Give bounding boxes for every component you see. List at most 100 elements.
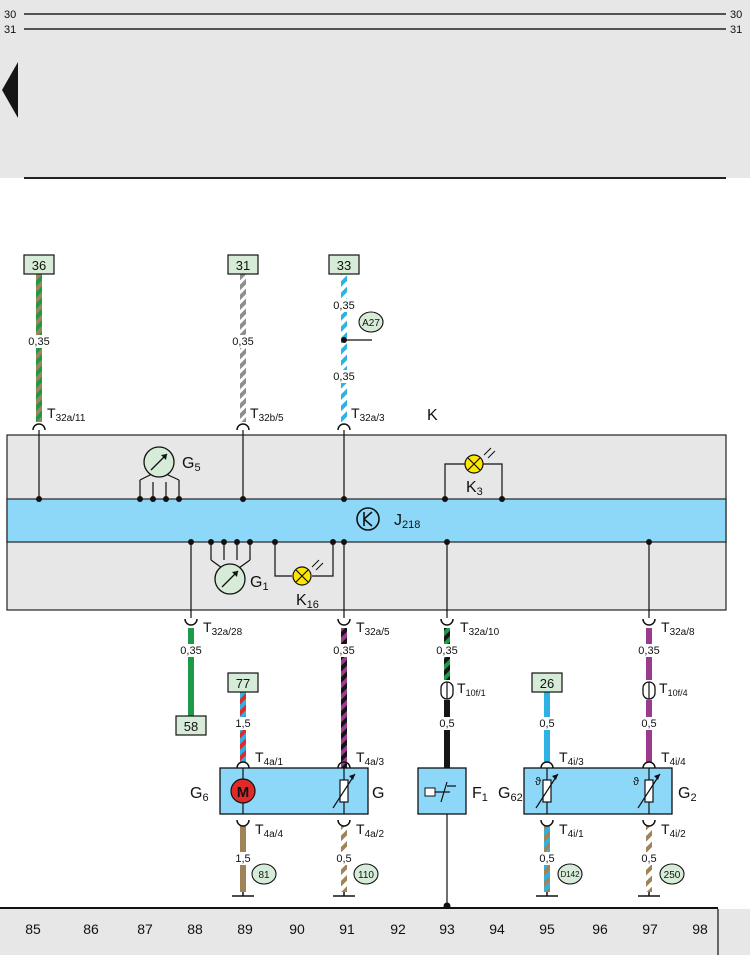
- gauge-g5: [143, 446, 175, 478]
- track-number: 97: [642, 921, 658, 937]
- conn-t4a2: T4a/2: [356, 821, 384, 840]
- connector-capsules: [440, 681, 656, 700]
- ref-d142: D142: [560, 870, 580, 879]
- conn-t4a4: T4a/4: [255, 821, 283, 840]
- conn-t32a5: T32a/5: [356, 619, 390, 638]
- size-w77: 1,5: [235, 718, 250, 730]
- track-number: 85: [25, 921, 41, 937]
- instrument-cluster-panel: K J218: [6, 407, 727, 611]
- conn-t32a11: T32a/11: [47, 405, 86, 424]
- conn-t32a8: T32a/8: [661, 619, 695, 638]
- connector-terminals: [32, 423, 656, 827]
- label-k3: K3: [466, 479, 483, 498]
- gauge-g1: [214, 563, 246, 595]
- ref-boxes: 36 31 33 58 77 26: [23, 254, 563, 736]
- track-number: 96: [592, 921, 608, 937]
- component-g62-g2-block: ϑ ϑ: [523, 767, 673, 815]
- ref-box-77: 77: [236, 676, 250, 691]
- label-g2: G2: [678, 785, 697, 804]
- triangle-left-icon[interactable]: [2, 62, 18, 118]
- wire-33-blue-white: [341, 274, 347, 422]
- control-unit-label: J218: [394, 512, 420, 531]
- rail-31-left: 31: [4, 24, 16, 36]
- size-w8: 0,35: [638, 645, 659, 657]
- size-w10f1: 0,5: [439, 718, 454, 730]
- track-number: 86: [83, 921, 99, 937]
- ground-refs: A27 81 110 D142 250: [251, 311, 685, 885]
- conn-t10f4: T10f/4: [659, 680, 688, 698]
- panel-label-k: K: [427, 407, 438, 424]
- wire-32a5-black-violet: [341, 628, 347, 768]
- conn-t10f1: T10f/1: [457, 680, 486, 698]
- size-w31: 0,35: [232, 336, 253, 348]
- conn-t32a10: T32a/10: [460, 619, 500, 638]
- label-f1: F1: [472, 785, 488, 804]
- motor-symbol: M: [237, 784, 250, 801]
- lamp-k16-icon: [292, 559, 324, 586]
- size-w4i2: 0,5: [641, 853, 656, 865]
- wire-10f1-black: [444, 700, 450, 768]
- label-k16: K16: [296, 592, 319, 611]
- conn-t32a3: T32a/3: [351, 405, 385, 424]
- size-w33b: 0,35: [333, 371, 354, 383]
- ref-250: 250: [664, 870, 681, 881]
- rail-31-right: 31: [730, 24, 742, 36]
- track-number: 88: [187, 921, 203, 937]
- ref-110: 110: [358, 870, 374, 881]
- track-numbers: 85 86 87 88 89 90 91 92 93 94 95 96 97 98: [25, 921, 708, 937]
- size-w4a2: 0,5: [336, 853, 351, 865]
- header-band: 30 31 30 31: [0, 0, 750, 179]
- conn-t4i2: T4i/2: [661, 821, 686, 840]
- junction-dots: [36, 496, 652, 545]
- wire-size-labels: 0,35 0,35 0,35 0,35 0,35 0,35 0,35 0,35 …: [27, 299, 661, 865]
- ref-81: 81: [258, 870, 270, 881]
- component-g6-g-block: M: [219, 767, 369, 815]
- size-w5: 0,35: [333, 645, 354, 657]
- thermo-symbol-g2: ϑ: [633, 776, 639, 788]
- k-symbol-icon: [356, 507, 380, 531]
- track-number: 94: [489, 921, 505, 937]
- track-number: 95: [539, 921, 555, 937]
- track-number: 91: [339, 921, 355, 937]
- track-number: 90: [289, 921, 305, 937]
- size-w10: 0,35: [436, 645, 457, 657]
- connector-labels: T32a/11 T32b/5 T32a/3 T32a/28 T32a/5 T32…: [47, 405, 695, 840]
- label-g62: G62: [498, 785, 523, 804]
- track-number: 98: [692, 921, 708, 937]
- size-w28: 0,35: [180, 645, 201, 657]
- conn-t32a28: T32a/28: [203, 619, 243, 638]
- size-w10f4: 0,5: [641, 718, 656, 730]
- ref-box-26: 26: [540, 676, 554, 691]
- label-g1: G1: [250, 574, 269, 593]
- label-g6: G6: [190, 785, 209, 804]
- conn-t4a1: T4a/1: [255, 749, 283, 768]
- label-g5: G5: [182, 455, 201, 474]
- size-w4i1: 0,5: [539, 853, 554, 865]
- track-number: 93: [439, 921, 455, 937]
- ref-box-31: 31: [236, 258, 250, 273]
- rail-30-left: 30: [4, 9, 16, 21]
- conn-t4i4: T4i/4: [661, 749, 686, 768]
- ref-a27: A27: [362, 318, 380, 329]
- wire-10f4-violet: [646, 700, 652, 762]
- rail-30-right: 30: [730, 9, 742, 21]
- track-number: 87: [137, 921, 153, 937]
- size-w33a: 0,35: [333, 300, 354, 312]
- ref-box-36: 36: [32, 258, 46, 273]
- wire-58-green: [188, 628, 194, 716]
- switch-f1-icon: [424, 787, 436, 797]
- size-w4a4: 1,5: [235, 853, 250, 865]
- track-number: 92: [390, 921, 406, 937]
- track-strip: [0, 909, 750, 955]
- conn-t32b5: T32b/5: [250, 405, 284, 424]
- label-g: G: [372, 785, 384, 802]
- thermo-symbol-g62: ϑ: [535, 776, 541, 788]
- conn-t4a3: T4a/3: [356, 749, 384, 768]
- conn-t4i3: T4i/3: [559, 749, 584, 768]
- ref-box-33: 33: [337, 258, 351, 273]
- motor-icon: [230, 778, 256, 804]
- lamp-k3-icon: [464, 447, 496, 474]
- ref-box-58: 58: [184, 719, 198, 734]
- track-number: 89: [237, 921, 253, 937]
